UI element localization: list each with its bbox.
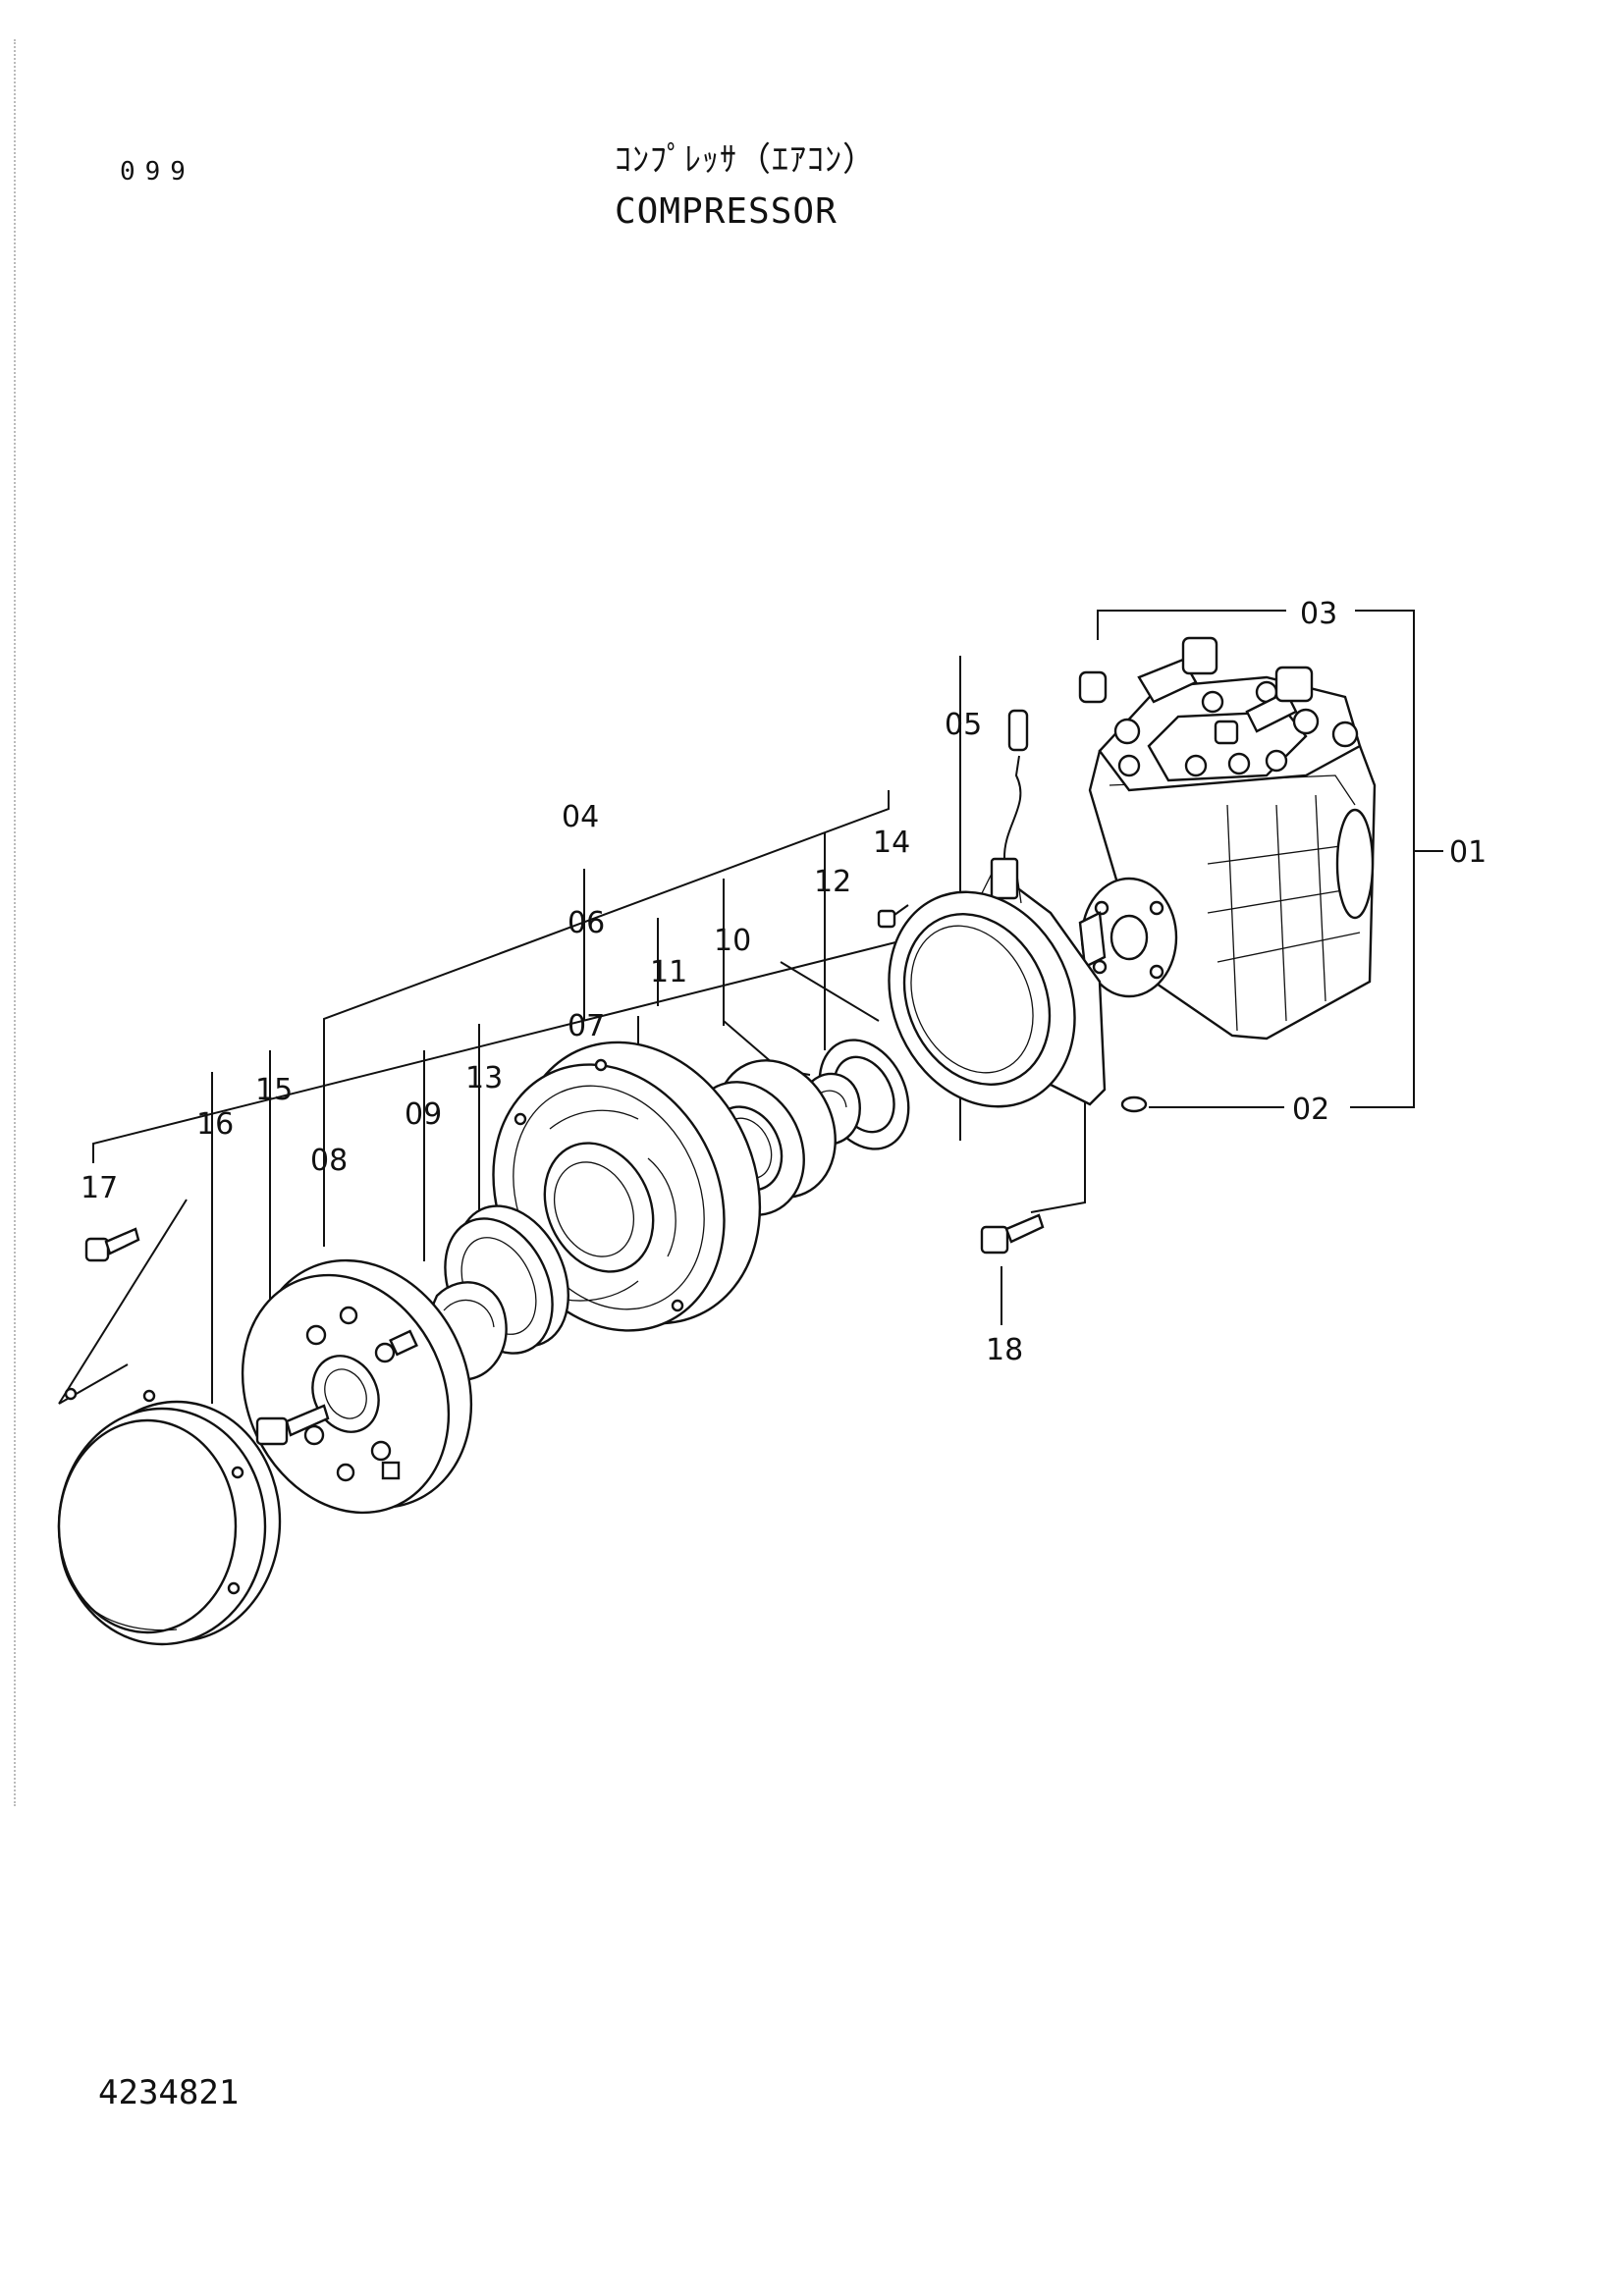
bolt-15 <box>255 1404 330 1446</box>
callout-10: 10 <box>714 924 751 958</box>
callout-labels: 03 01 02 05 04 14 12 06 10 11 07 13 15 0… <box>81 597 1487 1367</box>
field-coil <box>888 709 1107 1108</box>
callout-05: 05 <box>945 708 982 742</box>
callout-01: 01 <box>1449 835 1487 870</box>
document-code: 4234821 <box>98 2073 240 2112</box>
callout-08: 08 <box>310 1144 348 1178</box>
callout-14: 14 <box>873 826 910 860</box>
compressor-body <box>1078 636 1377 1041</box>
callout-03: 03 <box>1300 597 1337 631</box>
page-title: COMPRESSOR <box>615 191 838 232</box>
bolt-17 <box>84 1227 140 1262</box>
callout-18: 18 <box>986 1333 1023 1367</box>
callout-07: 07 <box>568 1009 605 1043</box>
callout-02: 02 <box>1292 1093 1329 1127</box>
callout-15: 15 <box>255 1073 293 1107</box>
armature-plate <box>241 1258 473 1515</box>
callout-11: 11 <box>650 955 687 989</box>
callout-06: 06 <box>568 906 605 940</box>
callout-09: 09 <box>405 1097 442 1132</box>
woodruff-key <box>1120 1095 1148 1113</box>
scan-edge-mark <box>14 39 16 1806</box>
callout-16: 16 <box>196 1107 234 1142</box>
callout-04: 04 <box>562 800 599 834</box>
page-number: 099 <box>120 157 195 187</box>
screw-14 <box>877 904 909 929</box>
dust-cover <box>57 1387 282 1646</box>
bolt-18 <box>980 1213 1045 1255</box>
callout-12: 12 <box>814 865 851 899</box>
page-title-japanese: ｺﾝﾌﾟﾚｯｻ（ｴｱｺﾝ） <box>615 140 877 180</box>
callout-17: 17 <box>81 1171 118 1205</box>
callout-13: 13 <box>465 1061 503 1095</box>
